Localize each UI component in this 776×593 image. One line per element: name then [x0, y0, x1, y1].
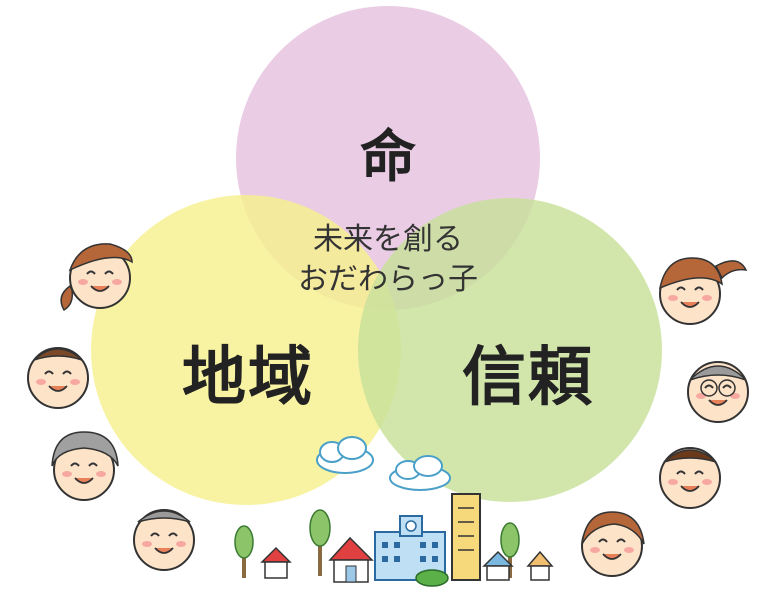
tree-icon: [234, 525, 254, 578]
center-text-line2: おだわらっ子: [298, 262, 478, 297]
cloud-icon: [316, 436, 374, 474]
girl-face-icon: [658, 257, 748, 325]
child-face-icon: [27, 347, 89, 409]
label-community: 地域: [182, 341, 314, 415]
grandpa-glasses-face-icon: [687, 361, 749, 423]
bush-icon: [415, 569, 449, 587]
center-text-line1: 未来を創る: [313, 222, 463, 257]
town: [234, 493, 554, 587]
house-icon: [260, 546, 292, 579]
circle-left: [91, 195, 401, 505]
house-icon: [526, 550, 554, 581]
grandma-face-icon: [51, 431, 119, 501]
house-icon: [328, 536, 374, 583]
label-life: 命: [360, 125, 416, 190]
circle-right: [358, 198, 662, 502]
cloud-icon: [389, 455, 451, 491]
house-icon: [482, 550, 514, 581]
woman-face-icon: [581, 511, 645, 577]
child-face-icon: [60, 243, 133, 312]
tree-icon: [309, 509, 331, 576]
building-icon: [451, 493, 481, 581]
label-trust: 信頼: [462, 341, 594, 415]
grandpa-face-icon: [133, 509, 195, 571]
child-face-icon: [659, 447, 721, 509]
